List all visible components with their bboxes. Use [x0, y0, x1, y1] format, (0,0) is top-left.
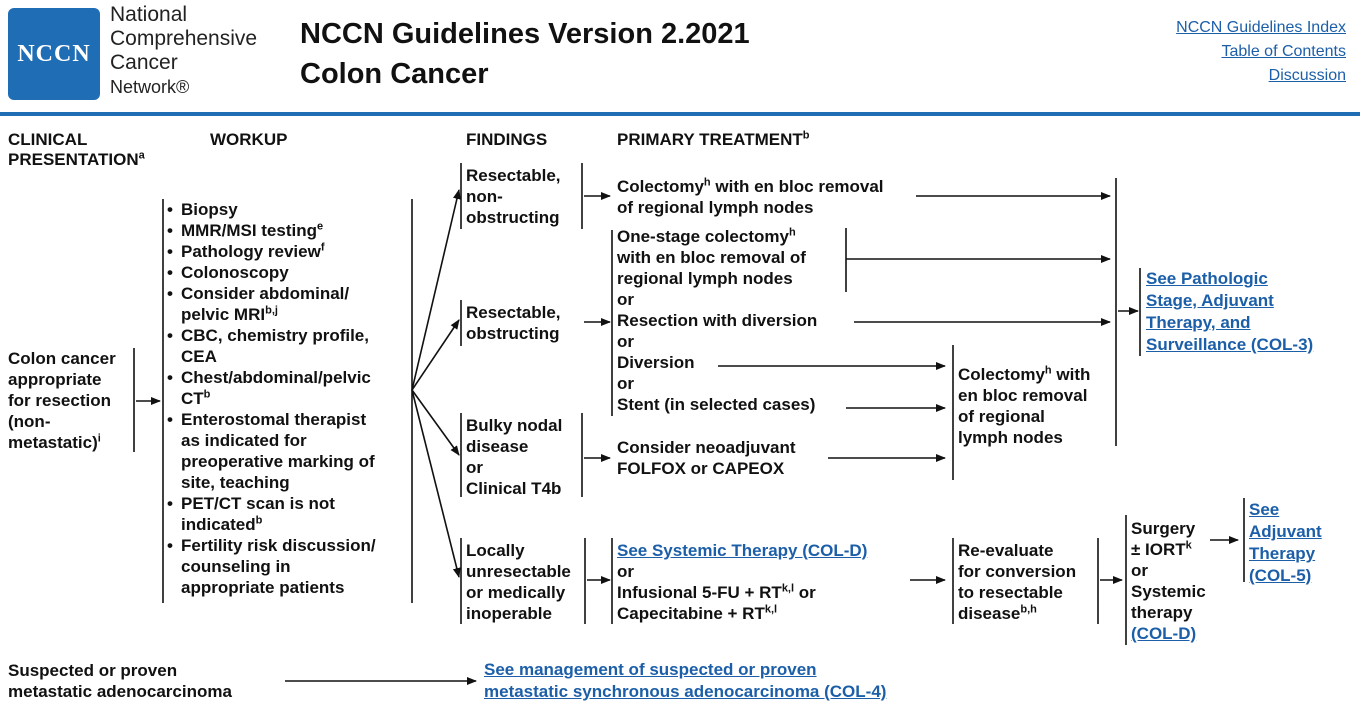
title-cancer: Colon Cancer [300, 58, 489, 90]
adjuvant-therapy-link[interactable]: See Adjuvant Therapy (COL-5) [1249, 500, 1322, 585]
workup-item: Colonoscopy [167, 262, 376, 283]
footnote-ref: b [802, 129, 810, 142]
connector-arrow [411, 389, 461, 578]
nav-links: NCCN Guidelines Index Table of Contents … [1176, 16, 1346, 88]
treatment-colectomy: Colectomyh with en bloc removal of regio… [617, 176, 884, 217]
page-title: NCCN Guidelines Version 2.2021 Colon Can… [300, 14, 750, 94]
clinical-presentation: Colon cancer appropriate for resection (… [8, 348, 116, 453]
presentation-line: appropriate [8, 370, 102, 389]
treatment-obstructing-options: One-stage colectomyh with en bloc remova… [617, 226, 818, 414]
org-line-3: Cancer [110, 51, 178, 74]
systemic-therapy-link[interactable]: See Systemic Therapy (COL-D) [617, 541, 868, 560]
workup-item: CBC, chemistry profile,CEA [167, 325, 376, 367]
header-primary-treatment-label: PRIMARY TREATMENT [617, 130, 803, 149]
surgery-or-systemic: Surgery ± IORTk or Systemic therapy (COL… [1131, 519, 1206, 643]
treatment-unresectable: See Systemic Therapy (COL-D) or Infusion… [617, 541, 868, 623]
workup-item: Biopsy [167, 199, 376, 220]
header-primary-treatment: PRIMARY TREATMENTb [617, 130, 809, 150]
header-findings: FINDINGS [466, 130, 548, 149]
workup-list: Biopsy MMR/MSI testinge Pathology review… [167, 199, 376, 598]
header-presentation-line: PRESENTATION [8, 150, 139, 169]
org-line-1: National [110, 3, 188, 26]
presentation-line: for resection [8, 391, 111, 410]
footnote-ref: i [97, 432, 101, 445]
nccn-logo: NCCN [8, 8, 100, 100]
connector-arrow [411, 389, 460, 456]
org-line-2: Comprehensive [110, 27, 258, 50]
workup-item: Pathology reviewf [167, 241, 376, 262]
org-line-4: Network® [110, 77, 190, 97]
presentation-line: Colon cancer [8, 349, 116, 368]
metastatic-management-link[interactable]: See management of suspected or proven me… [484, 660, 887, 701]
workup-item: MMR/MSI testinge [167, 220, 376, 241]
footnote-ref: a [138, 149, 145, 162]
finding-resectable-nonobstructing: Resectable,non-obstructing [466, 166, 561, 227]
colectomy-after-diversion: Colectomyh with en bloc removal of regio… [958, 364, 1091, 447]
reevaluate-conversion: Re-evaluate for conversion to resectable… [958, 541, 1077, 623]
header-divider [0, 112, 1360, 116]
connector-arrow [411, 319, 460, 391]
title-version: NCCN Guidelines Version 2.2021 [300, 18, 750, 50]
workup-item: Consider abdominal/pelvic MRIb,j [167, 283, 376, 325]
organization-name: National Comprehensive Cancer Network® [110, 3, 257, 99]
workup-item: Fertility risk discussion/counseling ina… [167, 535, 376, 598]
guidelines-index-link[interactable]: NCCN Guidelines Index [1176, 19, 1346, 36]
metastatic-presentation: Suspected or proven metastatic adenocarc… [8, 661, 232, 701]
treatment-neoadjuvant: Consider neoadjuvant FOLFOX or CAPEOX [617, 438, 796, 478]
presentation-line: metastatic) [8, 433, 98, 452]
finding-resectable-obstructing: Resectable,obstructing [466, 303, 561, 343]
table-of-contents-link[interactable]: Table of Contents [1221, 43, 1346, 60]
pathologic-stage-link[interactable]: See Pathologic Stage, Adjuvant Therapy, … [1146, 269, 1314, 354]
header-clinical-presentation: CLINICAL PRESENTATIONa [8, 130, 145, 170]
systemic-therapy-col-d-link[interactable]: (COL-D) [1131, 624, 1197, 643]
connector-arrow [411, 189, 461, 391]
header-clinical-line: CLINICAL [8, 130, 88, 149]
discussion-link[interactable]: Discussion [1268, 67, 1346, 84]
header-workup: WORKUP [210, 130, 288, 149]
presentation-line: (non- [8, 412, 51, 431]
